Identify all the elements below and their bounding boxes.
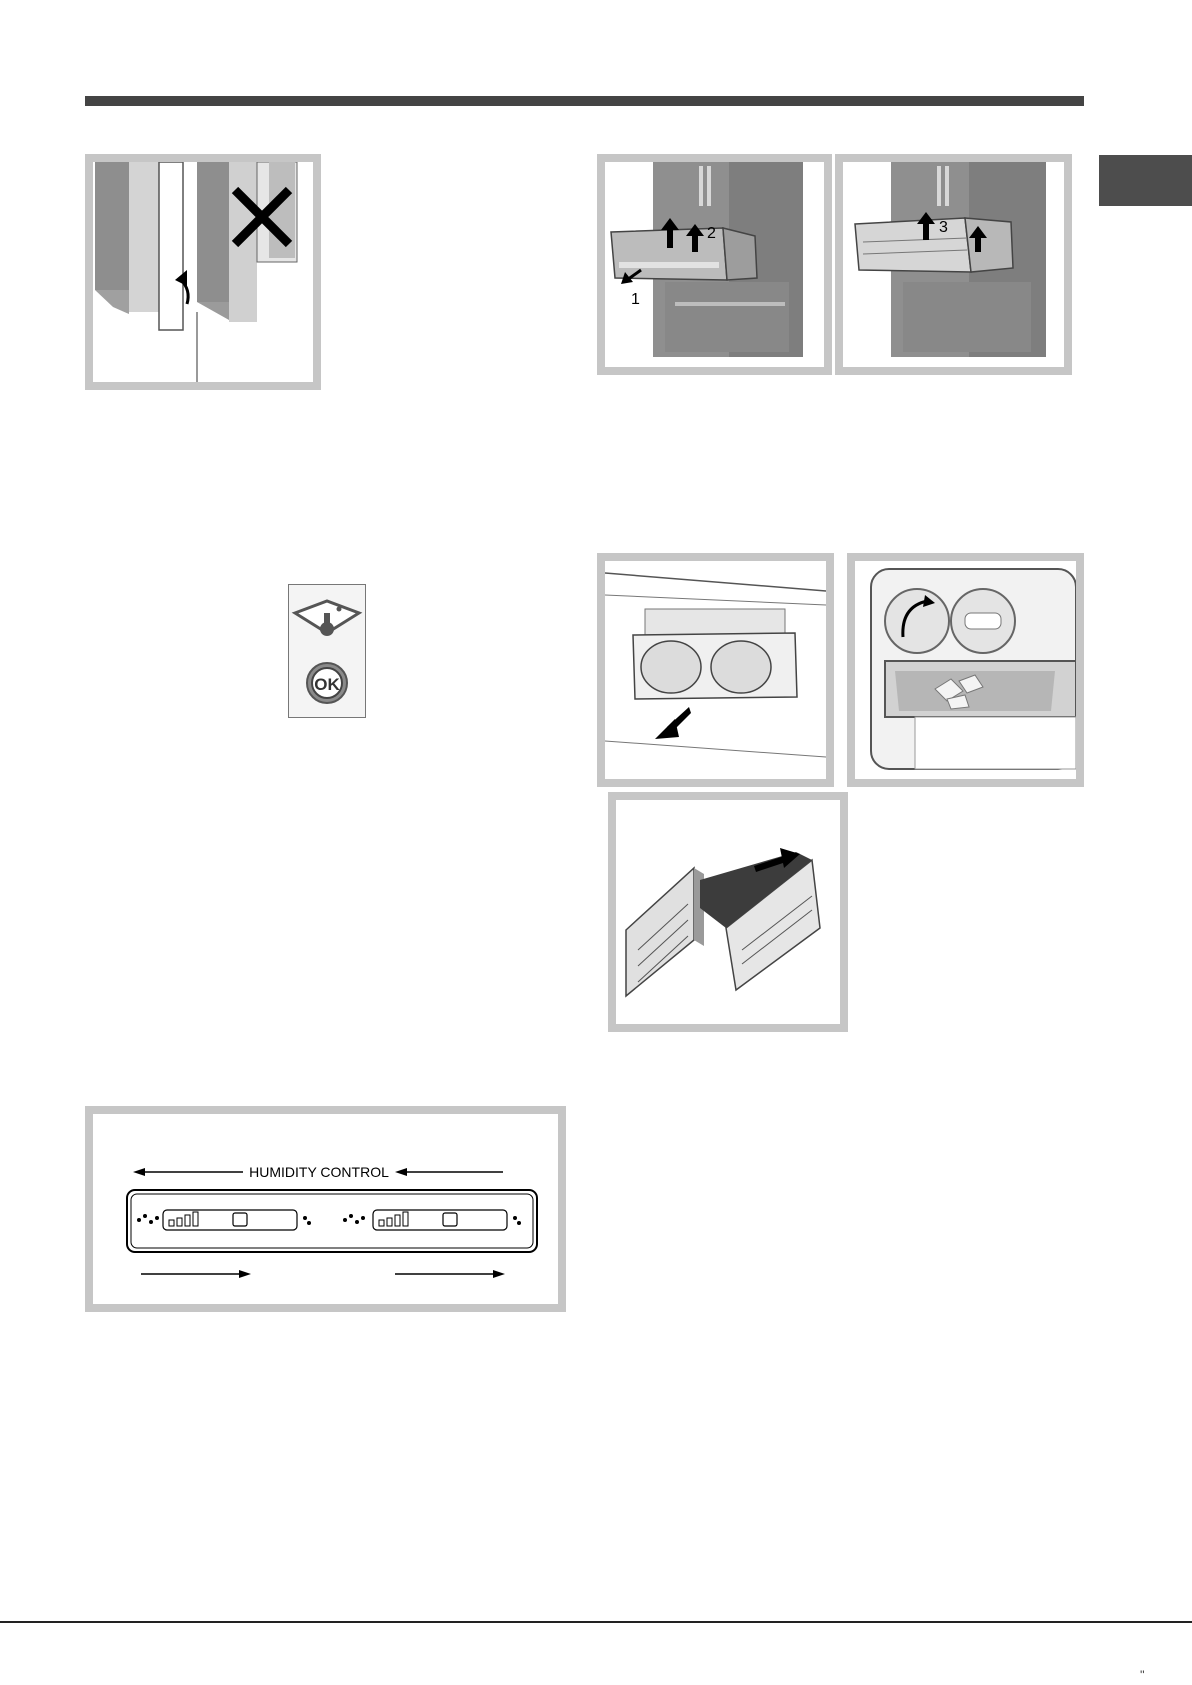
drawer-removal-illustration-a: 1 2 xyxy=(605,162,824,367)
ok-button-icon: OK xyxy=(307,663,347,703)
panel-icon-graphic: OK xyxy=(289,585,365,717)
drawer-removal-figure-b: 3 xyxy=(835,154,1072,375)
language-tab xyxy=(1099,155,1192,206)
top-rule xyxy=(85,96,1084,106)
step-label-3: 3 xyxy=(939,219,948,236)
ok-label: OK xyxy=(314,675,340,694)
ice-tray-illustration xyxy=(605,561,826,779)
ice-maker-icon xyxy=(295,601,359,636)
ice-tray-figure xyxy=(597,553,834,787)
humidity-slider-left[interactable] xyxy=(163,1210,297,1230)
drawer-removal-figure-a: 1 2 xyxy=(597,154,832,375)
control-panel-icons: OK xyxy=(288,584,366,718)
drawer-removal-illustration-b: 3 xyxy=(843,162,1064,367)
ice-rack-illustration xyxy=(616,800,840,1024)
door-seal-figure xyxy=(85,154,321,390)
ice-knob-illustration xyxy=(855,561,1076,779)
humidity-slider-right[interactable] xyxy=(373,1210,507,1230)
humidity-control-title: HUMIDITY CONTROL xyxy=(249,1164,389,1180)
ice-rack-figure xyxy=(608,792,848,1032)
door-seal-illustration xyxy=(93,162,313,382)
step-label-1: 1 xyxy=(631,291,640,308)
bottom-rule xyxy=(0,1621,1192,1623)
page-mark: '' xyxy=(1140,1668,1145,1682)
step-label-2: 2 xyxy=(707,225,716,242)
humidity-control-illustration: HUMIDITY CONTROL xyxy=(93,1114,558,1304)
humidity-control-figure: HUMIDITY CONTROL xyxy=(85,1106,566,1312)
ice-knob-figure xyxy=(847,553,1084,787)
